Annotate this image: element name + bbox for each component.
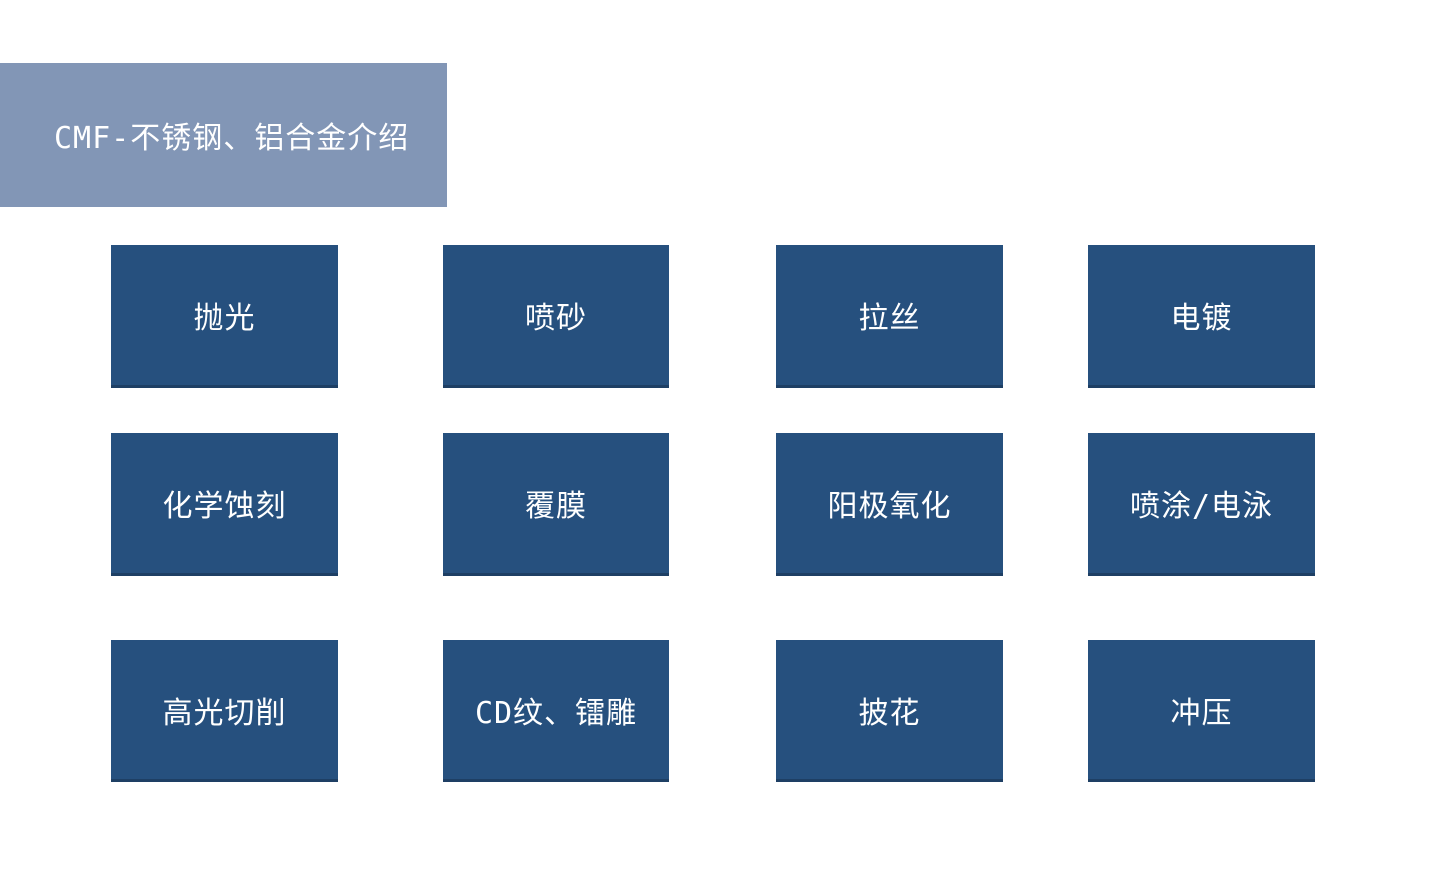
process-tile-label: 覆膜 (525, 489, 587, 524)
process-tile-label: 喷涂/电泳 (1129, 489, 1274, 524)
slide-title-band: CMF-不锈钢、铝合金介绍 (0, 63, 447, 207)
process-tile-label: 喷砂 (525, 301, 587, 336)
process-tile-high-gloss-cutting: 高光切削 (111, 640, 338, 782)
slide-title: CMF-不锈钢、铝合金介绍 (54, 121, 410, 156)
process-tile-electroplating: 电镀 (1088, 245, 1315, 388)
process-tile-label: CD纹、镭雕 (474, 695, 638, 731)
process-tile-label: 化学蚀刻 (162, 489, 287, 524)
process-tile-film-lamination: 覆膜 (443, 433, 669, 576)
process-tile-spray-electrophoresis: 喷涂/电泳 (1088, 433, 1315, 576)
process-tile-cd-pattern-laser: CD纹、镭雕 (443, 640, 669, 782)
process-tile-chemical-etching: 化学蚀刻 (111, 433, 338, 576)
process-tile-label: 高光切削 (162, 695, 287, 731)
process-tile-label: 电镀 (1170, 301, 1233, 336)
process-tile-label: 拉丝 (858, 301, 921, 336)
process-tile-anodizing: 阳极氧化 (776, 433, 1003, 576)
process-tile-stamping: 冲压 (1088, 640, 1315, 782)
process-tile-sandblasting: 喷砂 (443, 245, 669, 388)
process-tile-label: 抛光 (193, 301, 256, 336)
process-tile-label: 冲压 (1170, 695, 1233, 731)
process-tile-pihua: 披花 (776, 640, 1003, 782)
process-tile-polishing: 抛光 (111, 245, 338, 388)
process-tile-brushing: 拉丝 (776, 245, 1003, 388)
process-tile-label: 披花 (858, 695, 921, 731)
process-tile-label: 阳极氧化 (827, 489, 952, 524)
